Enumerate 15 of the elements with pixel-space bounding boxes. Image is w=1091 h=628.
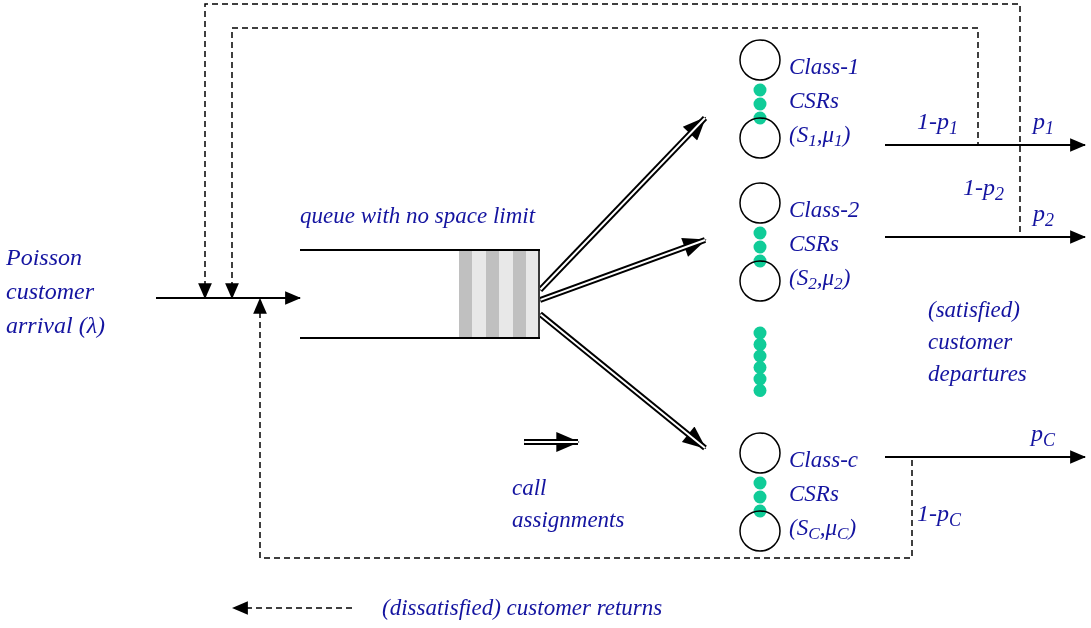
server-class-label: Class-2 CSRs (S$_{2}$,μ$_{2}$) bbox=[789, 196, 861, 295]
assignment-arrow bbox=[538, 311, 707, 451]
assignment-arrow bbox=[537, 115, 708, 293]
return-arrow bbox=[253, 297, 913, 559]
return-arrow bbox=[198, 3, 1021, 300]
queue-label: queue with no space limit bbox=[300, 202, 536, 230]
assignment-arrow bbox=[538, 237, 707, 303]
legend-label: call assignments bbox=[512, 474, 626, 534]
flow-arrow bbox=[155, 291, 302, 305]
server-class-label: Class-1 CSRs (S$_{1}$,μ$_{1}$) bbox=[789, 53, 861, 152]
return-arrow bbox=[225, 27, 979, 300]
note-label: (satisfied) customer departures bbox=[928, 296, 1028, 388]
legend-label: (dissatisfied) customer returns bbox=[382, 594, 663, 622]
server-class-label: Class-c CSRs (S$_{C}$,μ$_{C}$) bbox=[789, 446, 859, 545]
arrival-label: Poisson customer arrival (λ) bbox=[6, 240, 156, 344]
